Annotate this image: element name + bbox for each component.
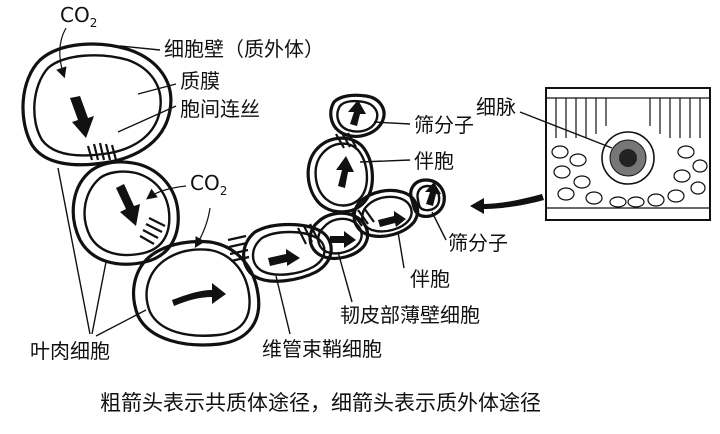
diagram-caption: 粗箭头表示共质体途径，细箭头表示质外体途径 <box>100 391 541 415</box>
mesophyll-cell-bottom <box>132 239 261 347</box>
leader-lines <box>57 45 447 337</box>
mesophyll-label: 叶肉细胞 <box>30 339 110 363</box>
phloem-parenchyma-label: 韧皮部薄壁细胞 <box>340 303 480 327</box>
symplast-arrows <box>70 96 441 306</box>
apoplast-arrows <box>56 27 211 249</box>
plasma-membrane-label: 质膜 <box>180 69 220 93</box>
plasmodesmata-label: 胞间连丝 <box>180 97 260 121</box>
mesophyll-cell-middle <box>71 160 180 266</box>
co2-label-middle: CO2 <box>190 171 227 198</box>
co2-label-top: CO2 <box>60 3 97 30</box>
companion-cell-label-bottom: 伴胞 <box>410 267 450 291</box>
cell-wall-label: 细胞壁（质外体） <box>164 37 324 61</box>
leaf-cross-section-inset <box>545 87 711 221</box>
sieve-element-label-bottom: 筛分子 <box>448 231 508 255</box>
sieve-element-lower <box>409 178 446 218</box>
plasmodesmata-marks <box>86 132 375 263</box>
bundle-sheath-label: 维管束鞘细胞 <box>262 337 382 361</box>
vein-label: 细脉 <box>476 95 516 119</box>
companion-cell-label-top: 伴胞 <box>414 149 454 173</box>
mesophyll-cell-top <box>21 42 173 167</box>
inset-pointer-arrow <box>470 194 544 214</box>
bundle-sheath-cell <box>242 222 333 283</box>
sieve-element-label-top: 筛分子 <box>414 113 474 137</box>
companion-cell-lower <box>352 188 420 238</box>
